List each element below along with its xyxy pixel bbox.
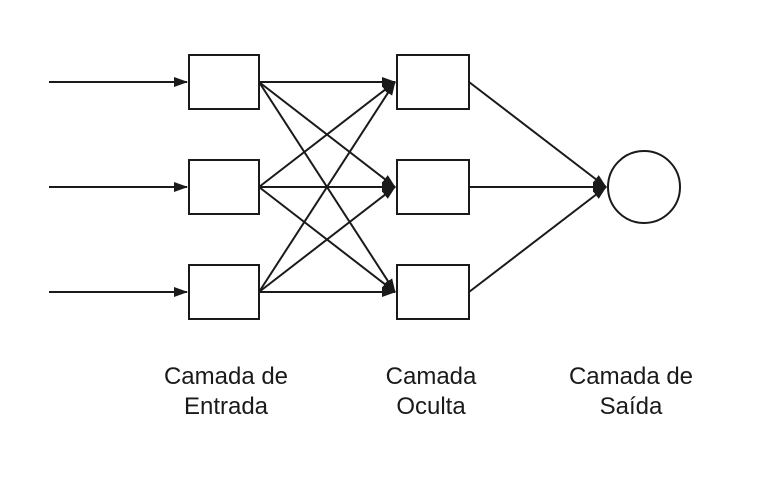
hidden-node-1 <box>396 54 470 110</box>
input-node-1 <box>188 54 260 110</box>
input-layer-label: Camada de Entrada <box>116 362 336 422</box>
edge-input3-hidden1 <box>258 81 396 293</box>
output-layer-label: Camada de Saída <box>521 362 741 422</box>
hidden-node-3 <box>396 264 470 320</box>
hidden-layer-label: Camada Oculta <box>321 362 541 422</box>
hidden-output-edges <box>468 81 607 293</box>
input-node-3 <box>188 264 260 320</box>
hidden-layer-label-line1: Camada <box>385 363 477 390</box>
hidden-node-2 <box>396 159 470 215</box>
input-node-2 <box>188 159 260 215</box>
input-layer-label-line2: Entrada <box>183 393 269 420</box>
nodes-group <box>188 54 681 320</box>
output-layer-label-line1: Camada de <box>568 363 694 390</box>
output-node <box>607 150 681 224</box>
input-layer-label-line1: Camada de <box>163 363 289 390</box>
edge-hidden1-output <box>468 81 607 188</box>
input-hidden-edges <box>258 77 396 297</box>
hidden-layer-label-line2: Oculta <box>396 393 466 420</box>
edge-hidden3-output <box>468 186 607 293</box>
edges-group <box>49 77 607 297</box>
input-arrows <box>49 77 188 297</box>
output-layer-label-line2: Saída <box>599 393 663 420</box>
edge-input2-hidden1 <box>258 81 396 188</box>
edge-input3-hidden2 <box>258 186 396 293</box>
